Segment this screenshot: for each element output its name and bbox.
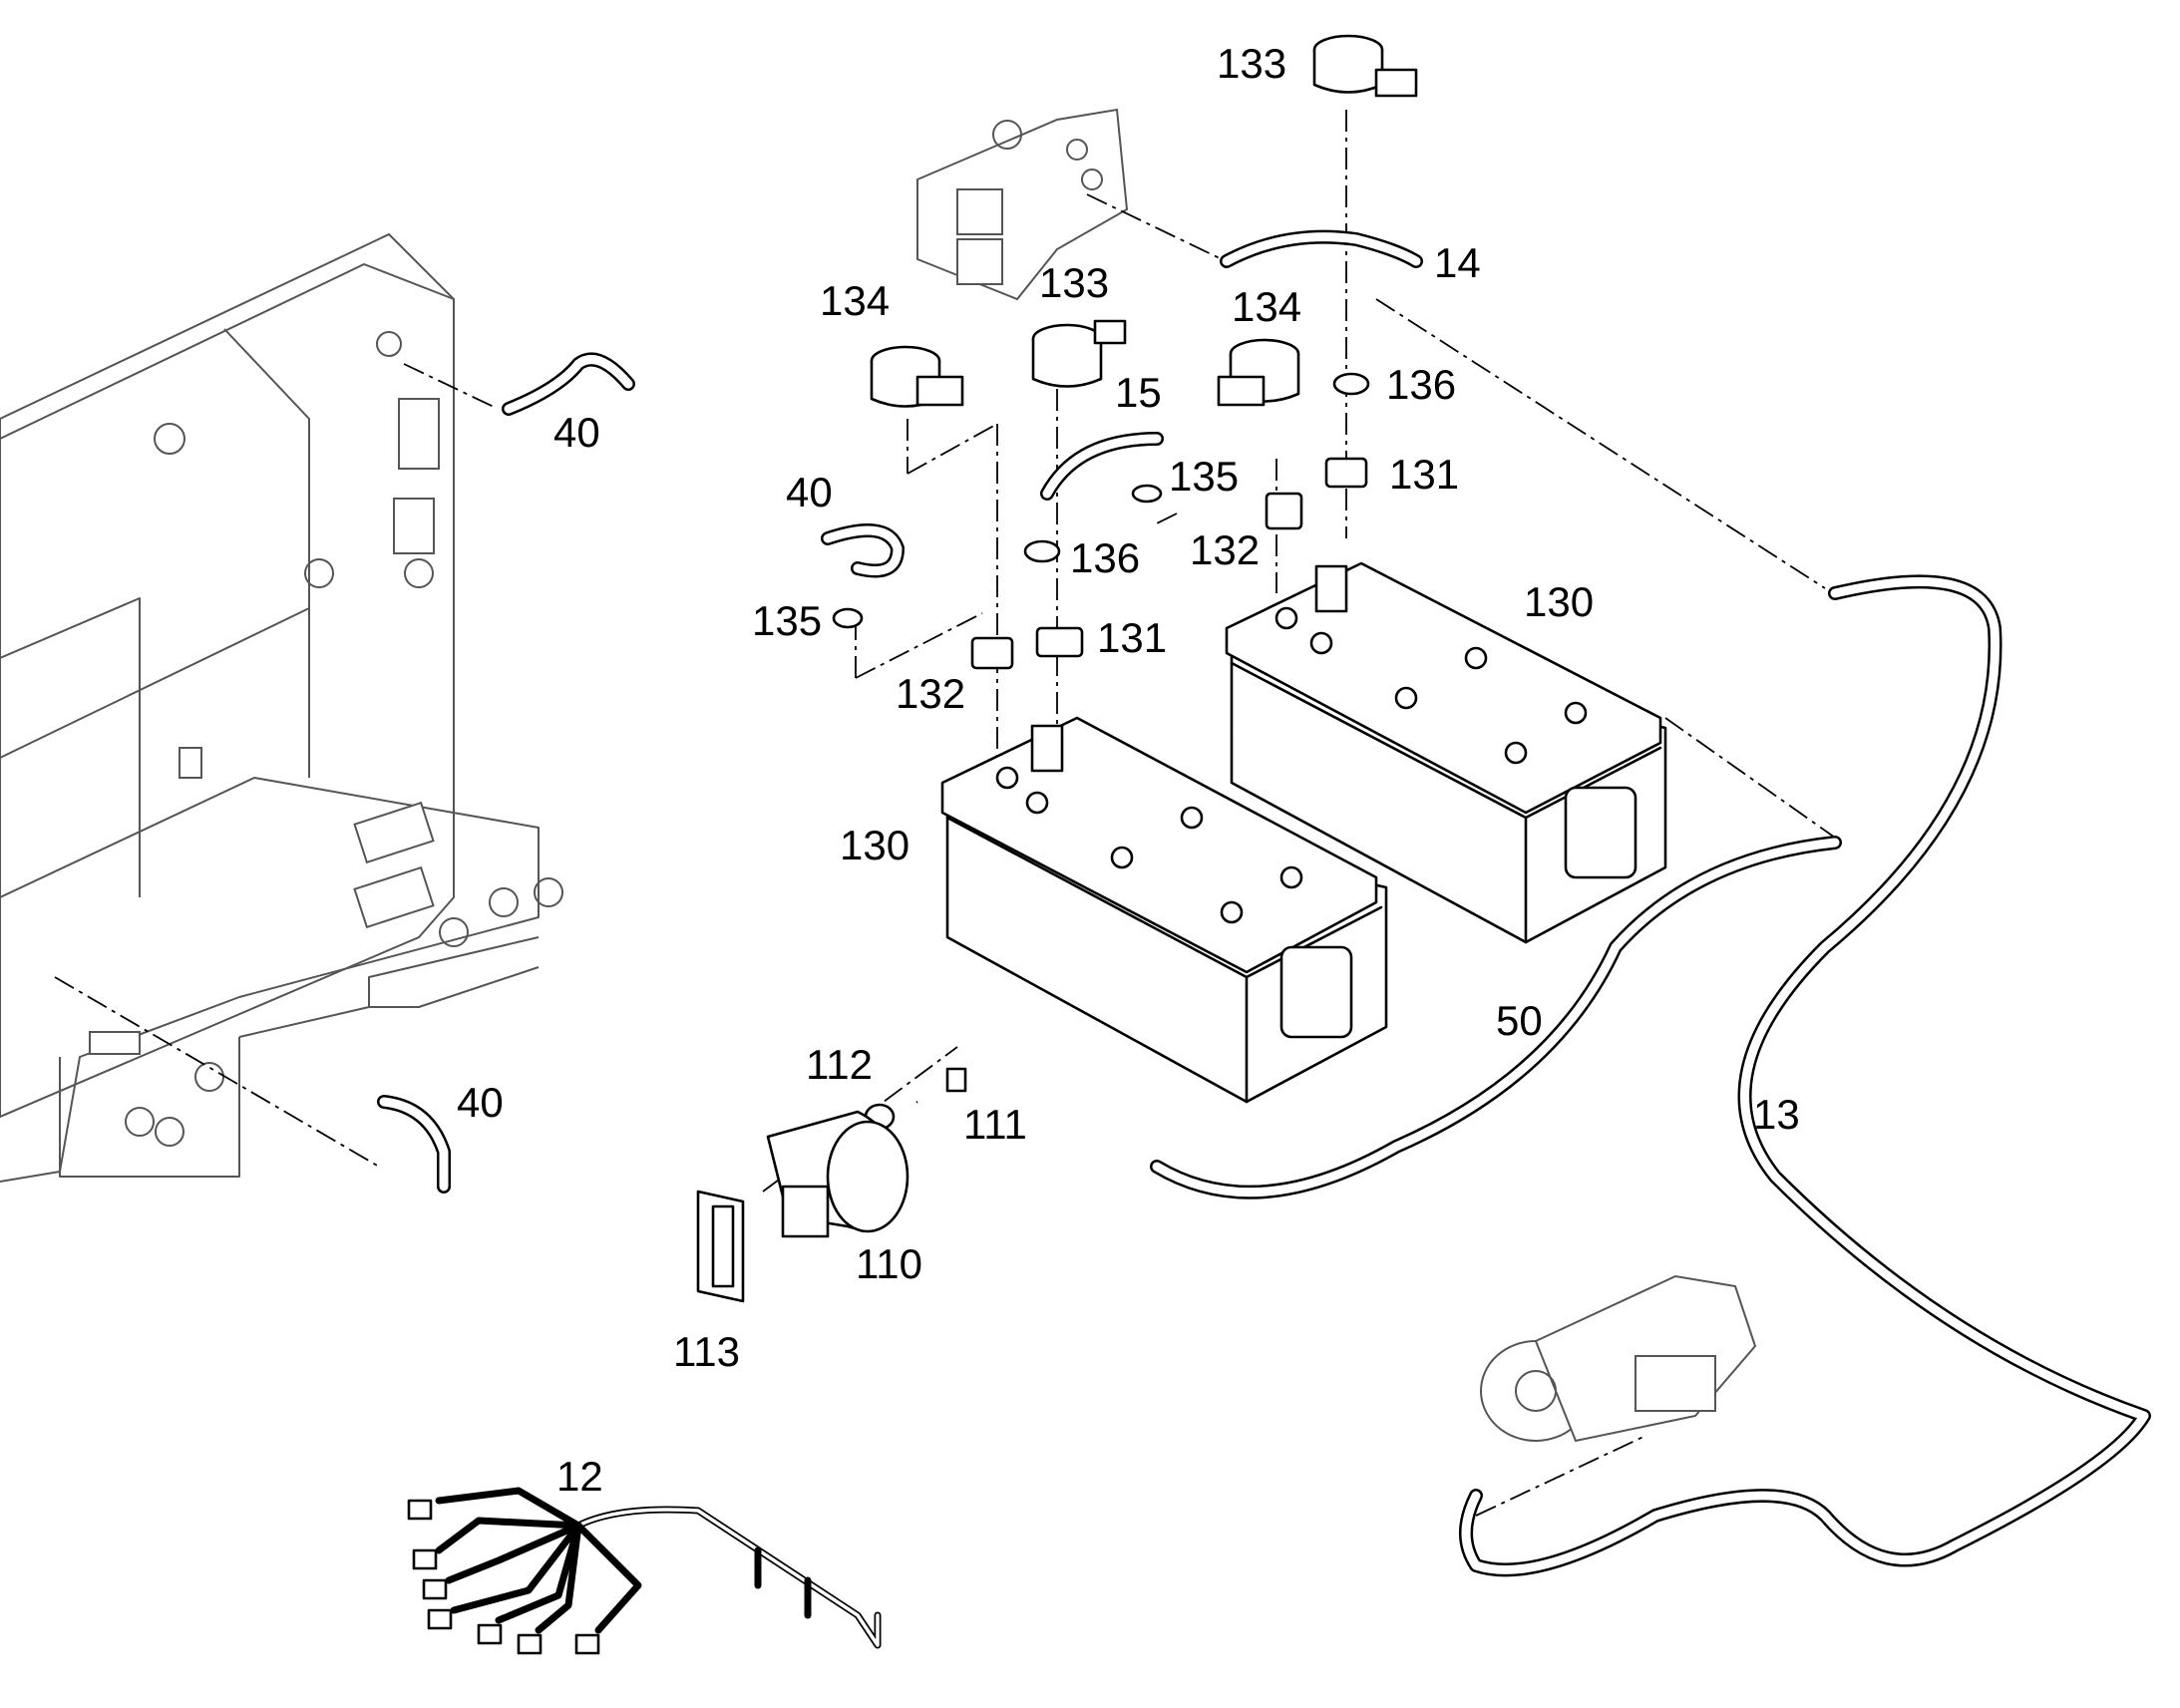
terminal-cap-133-top	[1312, 34, 1418, 98]
callout-15: 15	[1115, 369, 1162, 416]
callout-40-top: 40	[553, 409, 600, 456]
callout-113: 113	[673, 1328, 740, 1375]
callout-labels: 133 14 134 133 134 136 15 40 135 131 40 …	[457, 40, 1800, 1500]
terminal-cap-133	[1031, 319, 1127, 388]
harness-12	[407, 1487, 882, 1655]
callout-111: 111	[963, 1101, 1027, 1148]
callout-133-top: 133	[1217, 40, 1286, 87]
cable-50	[1150, 836, 1842, 1199]
callout-132-left: 132	[896, 670, 965, 717]
strap-15	[1040, 432, 1164, 501]
callout-50: 50	[1496, 997, 1543, 1044]
terminal-clamps	[970, 457, 1368, 670]
strap-40-lower	[377, 1095, 451, 1194]
callout-130-front: 130	[840, 822, 909, 868]
callout-112: 112	[806, 1041, 873, 1088]
washers	[832, 372, 1370, 1131]
callout-136-top: 136	[1386, 361, 1456, 408]
callout-135-right: 135	[1169, 453, 1239, 500]
bracket-113	[696, 1190, 745, 1303]
callout-12: 12	[556, 1453, 603, 1500]
callout-133: 133	[1039, 259, 1109, 306]
callout-14: 14	[1434, 239, 1481, 286]
callout-131-mid: 131	[1097, 614, 1167, 661]
callout-40-mid: 40	[786, 469, 833, 515]
callout-134-right: 134	[1232, 283, 1301, 330]
callout-132-right: 132	[1190, 526, 1260, 573]
strap-40-mid	[821, 523, 905, 578]
battery-rear	[1225, 561, 1667, 944]
callout-136-mid: 136	[1070, 534, 1140, 581]
callout-40-bottom: 40	[457, 1079, 504, 1126]
battery-front	[940, 716, 1388, 1104]
cable-13	[1459, 574, 2151, 1577]
callout-135-left: 135	[752, 597, 822, 644]
machine-frame	[0, 232, 563, 1183]
callout-134-left: 134	[820, 277, 890, 324]
strap-14	[1220, 229, 1423, 268]
relay-110	[766, 1110, 909, 1238]
starter-motor	[1480, 1274, 1757, 1443]
terminal-cap-134-left	[870, 345, 964, 408]
callout-131-right: 131	[1389, 451, 1459, 498]
callout-13: 13	[1753, 1091, 1800, 1138]
callout-130-rear: 130	[1524, 578, 1594, 625]
electrical-box	[916, 108, 1129, 301]
callout-110: 110	[856, 1240, 922, 1287]
terminal-cap-134-right	[1217, 338, 1300, 407]
bolt-111	[915, 1067, 967, 1105]
strap-40-upper	[502, 352, 635, 416]
